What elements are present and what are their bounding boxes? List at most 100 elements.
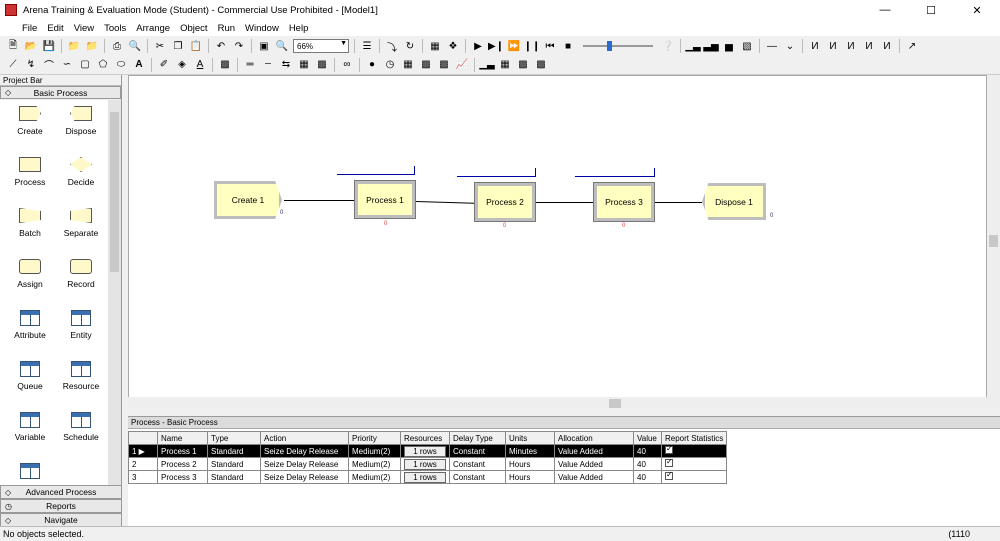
queue-process3[interactable] — [575, 176, 655, 177]
process-1-module[interactable]: Process 1 — [354, 180, 416, 219]
cell-resources[interactable]: 1 rows — [400, 457, 450, 471]
redo-icon[interactable]: ↷ — [234, 40, 244, 52]
undo-icon[interactable]: ↶ — [216, 40, 226, 52]
cut-icon[interactable]: ✂ — [155, 40, 165, 52]
layers-icon[interactable]: ☰ — [362, 40, 372, 52]
queue-process2[interactable] — [457, 176, 536, 177]
resources-button[interactable]: 1 rows — [404, 445, 446, 457]
cell-value[interactable]: 40 — [633, 444, 662, 458]
fast-forward-icon[interactable]: ⏩ — [507, 40, 521, 52]
cell-action[interactable]: Seize Delay Release — [260, 457, 349, 471]
module-variable[interactable]: Variable — [4, 412, 56, 442]
connector-process3-dispose[interactable] — [655, 202, 702, 203]
table-row[interactable]: 1 ▶ Process 1 Standard Seize Delay Relea… — [128, 444, 728, 458]
panel-basic-process[interactable]: ◇ Basic Process — [0, 86, 121, 99]
start-over-icon[interactable]: ⏮ — [545, 40, 555, 52]
module-separate[interactable]: Separate — [55, 208, 107, 238]
module-record[interactable]: Record — [55, 259, 107, 289]
line-icon[interactable]: ⟋ — [9, 59, 17, 70]
menu-file[interactable]: File — [22, 22, 38, 34]
window-bg-color-icon[interactable]: ▩ — [220, 59, 230, 70]
chevron-icon[interactable]: ⌄ — [785, 40, 795, 52]
module-process[interactable]: Process — [4, 157, 56, 187]
resource-animation-icon[interactable]: ▩ — [518, 59, 528, 70]
menu-window[interactable]: Window — [245, 22, 279, 34]
zoom-icon[interactable]: 🔍 — [275, 40, 289, 52]
paste-icon[interactable]: 📋 — [189, 40, 203, 52]
menu-view[interactable]: View — [73, 22, 95, 34]
cell-units[interactable]: Hours — [505, 470, 555, 484]
slider-thumb[interactable] — [607, 41, 612, 51]
cell-units[interactable]: Hours — [505, 457, 555, 471]
cell-allocation[interactable]: Value Added — [554, 470, 634, 484]
end-icon[interactable]: ■ — [564, 40, 572, 52]
row-number[interactable]: 3 — [128, 470, 158, 484]
cell-name[interactable]: Process 1 — [157, 444, 208, 458]
minimize-button[interactable]: — — [879, 4, 891, 16]
column-header[interactable]: Allocation — [554, 431, 634, 445]
network-icon[interactable]: ↗ — [907, 40, 917, 52]
process-3-module[interactable]: Process 3 — [593, 182, 655, 222]
dispose-1-module[interactable]: Dispose 1 — [702, 183, 766, 220]
print-preview-icon[interactable]: 🔍 — [128, 40, 142, 52]
resources-button[interactable]: 1 rows — [404, 471, 446, 483]
cell-name[interactable]: Process 2 — [157, 457, 208, 471]
table-row[interactable]: 3 Process 3 Standard Seize Delay Release… — [128, 470, 728, 484]
column-header[interactable]: Report Statistics — [660, 431, 728, 445]
pause-icon[interactable]: ❙❙ — [523, 40, 541, 52]
column-header[interactable]: Name — [157, 431, 208, 445]
create-1-module[interactable]: Create 1 — [214, 181, 282, 219]
connect-icon[interactable]: ⤵ — [387, 42, 397, 54]
cell-priority[interactable]: Medium(2) — [348, 444, 401, 458]
module-create[interactable]: Create — [4, 106, 56, 136]
module-decide[interactable]: Decide — [55, 157, 107, 187]
animation-speed-slider[interactable] — [583, 39, 653, 53]
open-icon[interactable]: 📂 — [24, 40, 38, 52]
cell-report-statistics[interactable] — [660, 457, 728, 471]
connector-process1-process2[interactable] — [415, 201, 474, 204]
close-button[interactable]: ✕ — [972, 4, 982, 17]
animate-connector-icon[interactable]: ▦ — [430, 40, 440, 52]
panel-navigate[interactable]: ◇ Navigate — [0, 513, 122, 527]
module-set[interactable] — [4, 463, 56, 483]
column-header[interactable]: Type — [207, 431, 261, 445]
cell-value[interactable]: 40 — [633, 457, 662, 471]
ellipse-icon[interactable]: ⬭ — [116, 59, 126, 70]
cell-resources[interactable]: 1 rows — [400, 444, 450, 458]
cell-allocation[interactable]: Value Added — [554, 444, 634, 458]
transporter-icon[interactable]: И — [865, 40, 873, 52]
column-header[interactable]: Action — [260, 431, 349, 445]
new-icon[interactable]: 🗎 — [8, 39, 18, 51]
maximize-button[interactable]: ☐ — [926, 4, 936, 17]
cell-value[interactable]: 40 — [633, 470, 662, 484]
menu-help[interactable]: Help — [288, 22, 309, 34]
segment-icon[interactable]: И — [847, 40, 855, 52]
module-resource[interactable]: Resource — [55, 361, 107, 391]
truck-icon[interactable]: ▧ — [742, 40, 752, 52]
cell-type[interactable]: Standard — [207, 470, 261, 484]
level-icon[interactable]: ▅ — [725, 40, 733, 52]
template-detach-icon[interactable]: 📁 — [85, 40, 99, 52]
text-icon[interactable]: A — [135, 59, 143, 70]
cell-units[interactable]: Minutes — [505, 444, 555, 458]
connector-create-process1[interactable] — [284, 200, 355, 201]
help-pointer-icon[interactable]: ❔ — [661, 40, 675, 52]
module-schedule[interactable]: Schedule — [55, 412, 107, 442]
text-color-icon[interactable]: A — [196, 59, 204, 70]
report-statistics-checkbox[interactable] — [665, 444, 673, 454]
arc-icon[interactable]: ⌒ — [44, 61, 54, 72]
station-marker-icon[interactable]: И — [811, 40, 819, 52]
smart-connect-icon[interactable]: ↻ — [405, 40, 415, 52]
step-icon[interactable]: ▶❙ — [487, 40, 505, 52]
column-header[interactable]: Priority — [348, 431, 401, 445]
view-region-icon[interactable]: ▣ — [259, 40, 269, 52]
arrow-style-icon[interactable]: ⇆ — [281, 59, 291, 70]
panel-reports[interactable]: ◷ Reports — [0, 499, 122, 513]
plot-icon[interactable]: ▃▅ — [703, 40, 719, 52]
print-icon[interactable]: ⎙ — [113, 40, 121, 52]
fill-color-icon[interactable]: ◈ — [178, 59, 186, 70]
cell-action[interactable]: Seize Delay Release — [260, 444, 349, 458]
cell-type[interactable]: Standard — [207, 444, 261, 458]
module-queue[interactable]: Queue — [4, 361, 56, 391]
module-batch[interactable]: Batch — [4, 208, 56, 238]
